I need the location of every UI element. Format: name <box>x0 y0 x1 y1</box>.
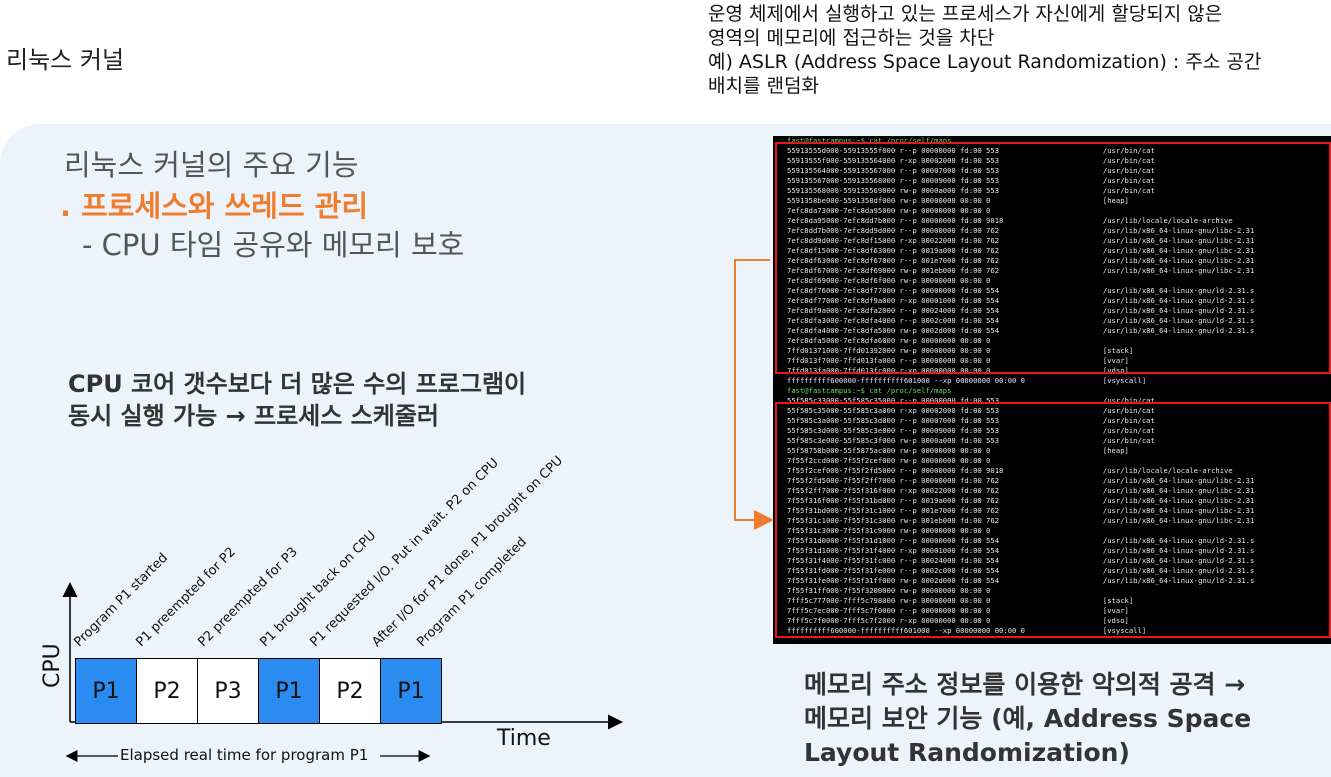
terminal-line: 7efc8df15000-7efc8df63000 r--p 0019a000 … <box>787 246 1255 255</box>
feature-title: 리눅스 커널의 주요 기능 <box>64 148 359 182</box>
terminal-line: 559135567000-559135568000 r--p 00009000 … <box>787 176 1155 185</box>
terminal-line: 7f55f31c1000-7f55f31c3000 rw-p 001eb000 … <box>787 516 1255 525</box>
terminal-line: 7efc8df76000-7efc8df77000 r--p 00000000 … <box>787 286 1255 295</box>
terminal-line: 55913555d000-55913555f000 r--p 00000000 … <box>787 146 1155 155</box>
terminal-line: 7efc8df69000-7efc8df6f000 rw-p 00000000 … <box>787 276 991 285</box>
terminal-line: fast@fastcampus:~$ cat /proc/self/maps <box>787 136 952 145</box>
terminal-line: 7efc8df67000-7efc8df69000 rw-p 001eb000 … <box>787 266 1255 275</box>
terminal-line: 7f55f2fd5000-7f55f2ff7000 r--p 00000000 … <box>787 476 1255 485</box>
terminal-line: 7f55f2cef000-7f55f2fd5000 r--p 00000000 … <box>787 466 1233 475</box>
process-block: P1 <box>75 658 137 724</box>
terminal-line: 7efc8dd7b000-7efc8dd9d000 r--p 00000000 … <box>787 226 1255 235</box>
terminal-line: 7efc8da95000-7efc8dd7b000 r--p 00000000 … <box>787 216 1233 225</box>
x-axis-label: Time <box>497 726 551 751</box>
y-axis-label: CPU <box>40 643 65 688</box>
malicious-attack-text: 메모리 주소 정보를 이용한 악의적 공격 → 메모리 보안 기능 (예, Ad… <box>804 668 1251 770</box>
terminal-line: 7efc8df77000-7efc8df9a000 r-xp 00001000 … <box>787 296 1255 305</box>
terminal-line: 7f55f31ff000-7f55f3200000 rw-p 00000000 … <box>787 586 991 595</box>
terminal-line: 7efc8dfa5000-7efc8dfa6000 rw-p 00000000 … <box>787 336 991 345</box>
aslr-note-line: 예) ASLR (Address Space Layout Randomizat… <box>708 51 1262 73</box>
terminal-line: 559135568000-559135569000 rw-p 0000a000 … <box>787 186 1155 195</box>
terminal-line: 7f55f31d1000-7f55f31f4000 r-xp 00001000 … <box>787 546 1255 555</box>
scheduler-line: 동시 실행 가능 → 프로세스 스케줄러 <box>68 402 440 430</box>
terminal-line: fast@fastcampus:~$ cat /proc/self/maps <box>787 386 952 395</box>
terminal-line: 7ffd013f7000-7ffd013fa000 r--p 00000000 … <box>787 356 1129 365</box>
feature-description: - CPU 타임 공유와 메모리 보호 <box>82 228 465 262</box>
process-block: P3 <box>197 658 259 724</box>
terminal-line: 7f55f316f000-7f55f31bd000 r--p 0019a000 … <box>787 496 1255 505</box>
terminal-line: 7f55f31fd000-7f55f31fe000 r--p 0002c000 … <box>787 566 1255 575</box>
malicious-line: 메모리 주소 정보를 이용한 악의적 공격 → <box>804 670 1246 699</box>
scheduler-text: CPU 코어 갯수보다 더 많은 수의 프로그램이 동시 실행 가능 → 프로세… <box>68 368 526 432</box>
orange-connector <box>734 259 774 530</box>
terminal-line: 7fff5c777000-7fff5c798000 rw-p 00000000 … <box>787 596 1134 605</box>
page-title: 리눅스 커널 <box>6 46 125 74</box>
terminal-line: 55f585c3a000-55f585c3d000 r--p 00007000 … <box>787 416 1155 425</box>
terminal-line: 7f55f31fe000-7f55f31ff000 rw-p 0002d000 … <box>787 576 1255 585</box>
elapsed-label: Elapsed real time for program P1 <box>120 746 369 764</box>
terminal-line: ffffffffff600000-ffffffffff601000 --xp 0… <box>787 376 1147 385</box>
highlight-box-first <box>775 142 1331 374</box>
terminal-line: 55f58758b000-55f5875ac000 rw-p 00000000 … <box>787 446 1129 455</box>
terminal-line: 7f55f2ccd000-7f55f2cef000 rw-p 00000000 … <box>787 456 991 465</box>
terminal-line: 7efc8dfa3000-7efc8dfa4000 r--p 0002c000 … <box>787 316 1255 325</box>
highlight-box-second <box>775 402 1331 638</box>
terminal-line: 7f55f2ff7000-7f55f316f000 r-xp 00022000 … <box>787 486 1255 495</box>
process-block: P1 <box>380 658 442 724</box>
terminal-line: ffffffffff600000-ffffffffff601000 --xp 0… <box>787 626 1147 635</box>
process-block: P1 <box>258 658 320 724</box>
terminal-line: 7fff5c7f0000-7fff5c7f2000 r-xp 00000000 … <box>787 616 1129 625</box>
terminal-line: 7efc8df63000-7efc8df67000 r--p 001e7000 … <box>787 256 1255 265</box>
terminal-line: 7f55f31f4000-7f55f31fc000 r--p 00024000 … <box>787 556 1255 565</box>
process-block: P2 <box>319 658 381 724</box>
terminal-line: 7efc8df9a000-7efc8dfa2000 r--p 00024000 … <box>787 306 1255 315</box>
aslr-note: 운영 체제에서 실행하고 있는 프로세스가 자신에게 할당되지 않은 영역의 메… <box>708 2 1328 98</box>
terminal-line: 7efc8dfa4000-7efc8dfa5000 rw-p 0002d000 … <box>787 326 1255 335</box>
terminal-line: 55f585c33000-55f585c35000 r--p 00000000 … <box>787 396 1155 405</box>
feature-subtitle: . 프로세스와 쓰레드 관리 <box>60 189 369 223</box>
terminal-line: 5591358be000-5591358df000 rw-p 00000000 … <box>787 196 1129 205</box>
scheduler-line: CPU 코어 갯수보다 더 많은 수의 프로그램이 <box>68 370 527 398</box>
terminal-line: 55f585c3e000-55f585c3f000 rw-p 0000a000 … <box>787 436 1155 445</box>
process-block: P2 <box>136 658 198 724</box>
malicious-line: Layout Randomization) <box>804 738 1130 767</box>
aslr-note-line: 운영 체제에서 실행하고 있는 프로세스가 자신에게 할당되지 않은 <box>708 3 1223 25</box>
terminal-line: 7f55f31c3000-7f55f31c9000 rw-p 00000000 … <box>787 526 991 535</box>
terminal-line: 7ffd013fa000-7ffd013fc000 r-xp 00000000 … <box>787 366 1129 375</box>
terminal-line: 55913555f000-559135564000 r-xp 00002000 … <box>787 156 1155 165</box>
terminal-line: 55f585c3d000-55f585c3e000 r--p 00009000 … <box>787 426 1155 435</box>
malicious-line: 메모리 보안 기능 (예, Address Space <box>804 704 1252 733</box>
terminal-line: 7f55f31d0000-7f55f31d1000 r--p 00000000 … <box>787 536 1255 545</box>
process-blocks: P1 P2 P3 P1 P2 P1 <box>75 658 442 724</box>
terminal-line: 7f55f31bd000-7f55f31c1000 r--p 001e7000 … <box>787 506 1255 515</box>
terminal-line: 559135564000-559135567000 r--p 00007000 … <box>787 166 1155 175</box>
terminal-line: 7efc8da73000-7efc8da95000 rw-p 00000000 … <box>787 206 991 215</box>
aslr-note-line: 배치를 랜덤화 <box>708 75 819 97</box>
terminal-line: 7efc8dd9d000-7efc8df15000 r-xp 00022000 … <box>787 236 1255 245</box>
terminal-line: 7ffd01371000-7ffd01392000 rw-p 00000000 … <box>787 346 1134 355</box>
aslr-note-line: 영역의 메모리에 접근하는 것을 차단 <box>708 27 995 49</box>
terminal-line: 55f585c35000-55f585c3a000 r-xp 00002000 … <box>787 406 1155 415</box>
terminal-line: 7fff5c7ec000-7fff5c7f0000 r--p 00000000 … <box>787 606 1129 615</box>
